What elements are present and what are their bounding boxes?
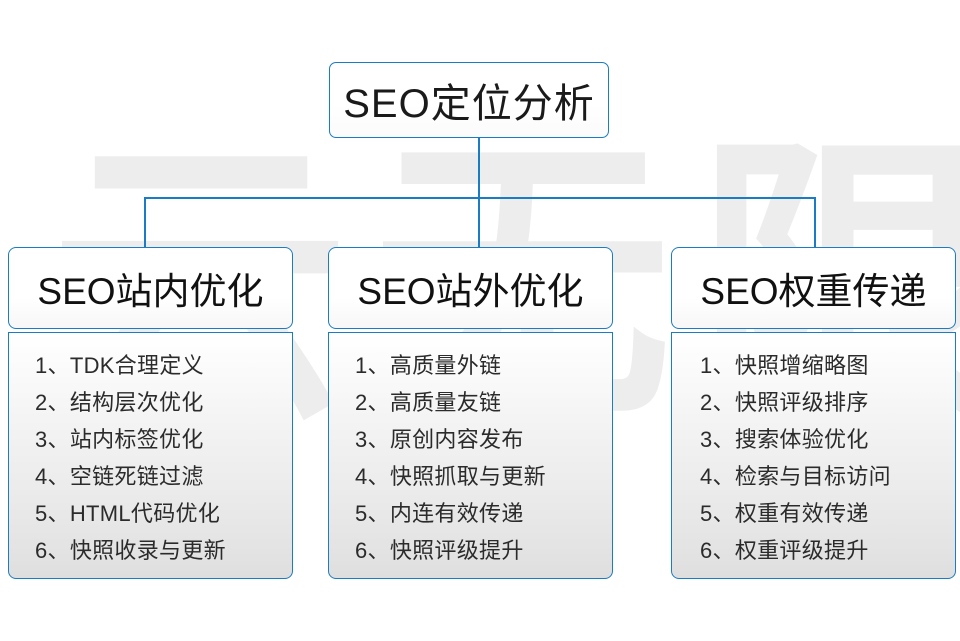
branch-column-2: SEO站外优化 1、高质量外链 2、高质量友链 3、原创内容发布 4、快照抓取与… [328,247,613,579]
branch-column-1: SEO站内优化 1、TDK合理定义 2、结构层次优化 3、站内标签优化 4、空链… [8,247,293,579]
list-item: 6、权重评级提升 [700,538,869,563]
list-item: 1、TDK合理定义 [35,353,204,378]
branch-column-3: SEO权重传递 1、快照增缩略图 2、快照评级排序 3、搜索体验优化 4、检索与… [671,247,956,579]
list-item: 1、高质量外链 [355,353,502,378]
list-item: 5、HTML代码优化 [35,501,221,526]
list-item: 2、快照评级排序 [700,390,869,415]
list-item: 3、搜索体验优化 [700,427,869,452]
list-item: 4、空链死链过滤 [35,464,204,489]
list-item: 3、站内标签优化 [35,427,204,452]
branch-1-list: 1、TDK合理定义 2、结构层次优化 3、站内标签优化 4、空链死链过滤 5、H… [9,347,292,569]
branch-1-header[interactable]: SEO站内优化 [8,247,293,329]
list-item: 2、高质量友链 [355,390,502,415]
branch-3-list: 1、快照增缩略图 2、快照评级排序 3、搜索体验优化 4、检索与目标访问 5、权… [672,347,955,569]
branch-1-body: 1、TDK合理定义 2、结构层次优化 3、站内标签优化 4、空链死链过滤 5、H… [8,332,293,579]
connector-horizontal-bus [144,197,816,199]
list-item: 4、检索与目标访问 [700,464,891,489]
list-item: 3、原创内容发布 [355,427,524,452]
list-item: 1、快照增缩略图 [700,353,869,378]
branch-2-list: 1、高质量外链 2、高质量友链 3、原创内容发布 4、快照抓取与更新 5、内连有… [329,347,612,569]
branch-3-heading-text: SEO权重传递 [700,271,927,312]
connector-branch-2-drop [478,197,480,249]
connector-branch-3-drop [814,197,816,249]
branch-1-heading-text: SEO站内优化 [37,271,264,312]
branch-2-body: 1、高质量外链 2、高质量友链 3、原创内容发布 4、快照抓取与更新 5、内连有… [328,332,613,579]
branch-2-header[interactable]: SEO站外优化 [328,247,613,329]
branch-3-body: 1、快照增缩略图 2、快照评级排序 3、搜索体验优化 4、检索与目标访问 5、权… [671,332,956,579]
connector-branch-1-drop [144,197,146,249]
branch-3-header[interactable]: SEO权重传递 [671,247,956,329]
root-node[interactable]: SEO定位分析 [329,62,609,138]
list-item: 4、快照抓取与更新 [355,464,546,489]
connector-root-vertical [478,137,480,199]
branch-2-heading-text: SEO站外优化 [357,271,584,312]
list-item: 5、内连有效传递 [355,501,524,526]
list-item: 2、结构层次优化 [35,390,204,415]
list-item: 6、快照收录与更新 [35,538,226,563]
list-item: 6、快照评级提升 [355,538,524,563]
list-item: 5、权重有效传递 [700,501,869,526]
root-node-title: SEO定位分析 [343,82,595,126]
